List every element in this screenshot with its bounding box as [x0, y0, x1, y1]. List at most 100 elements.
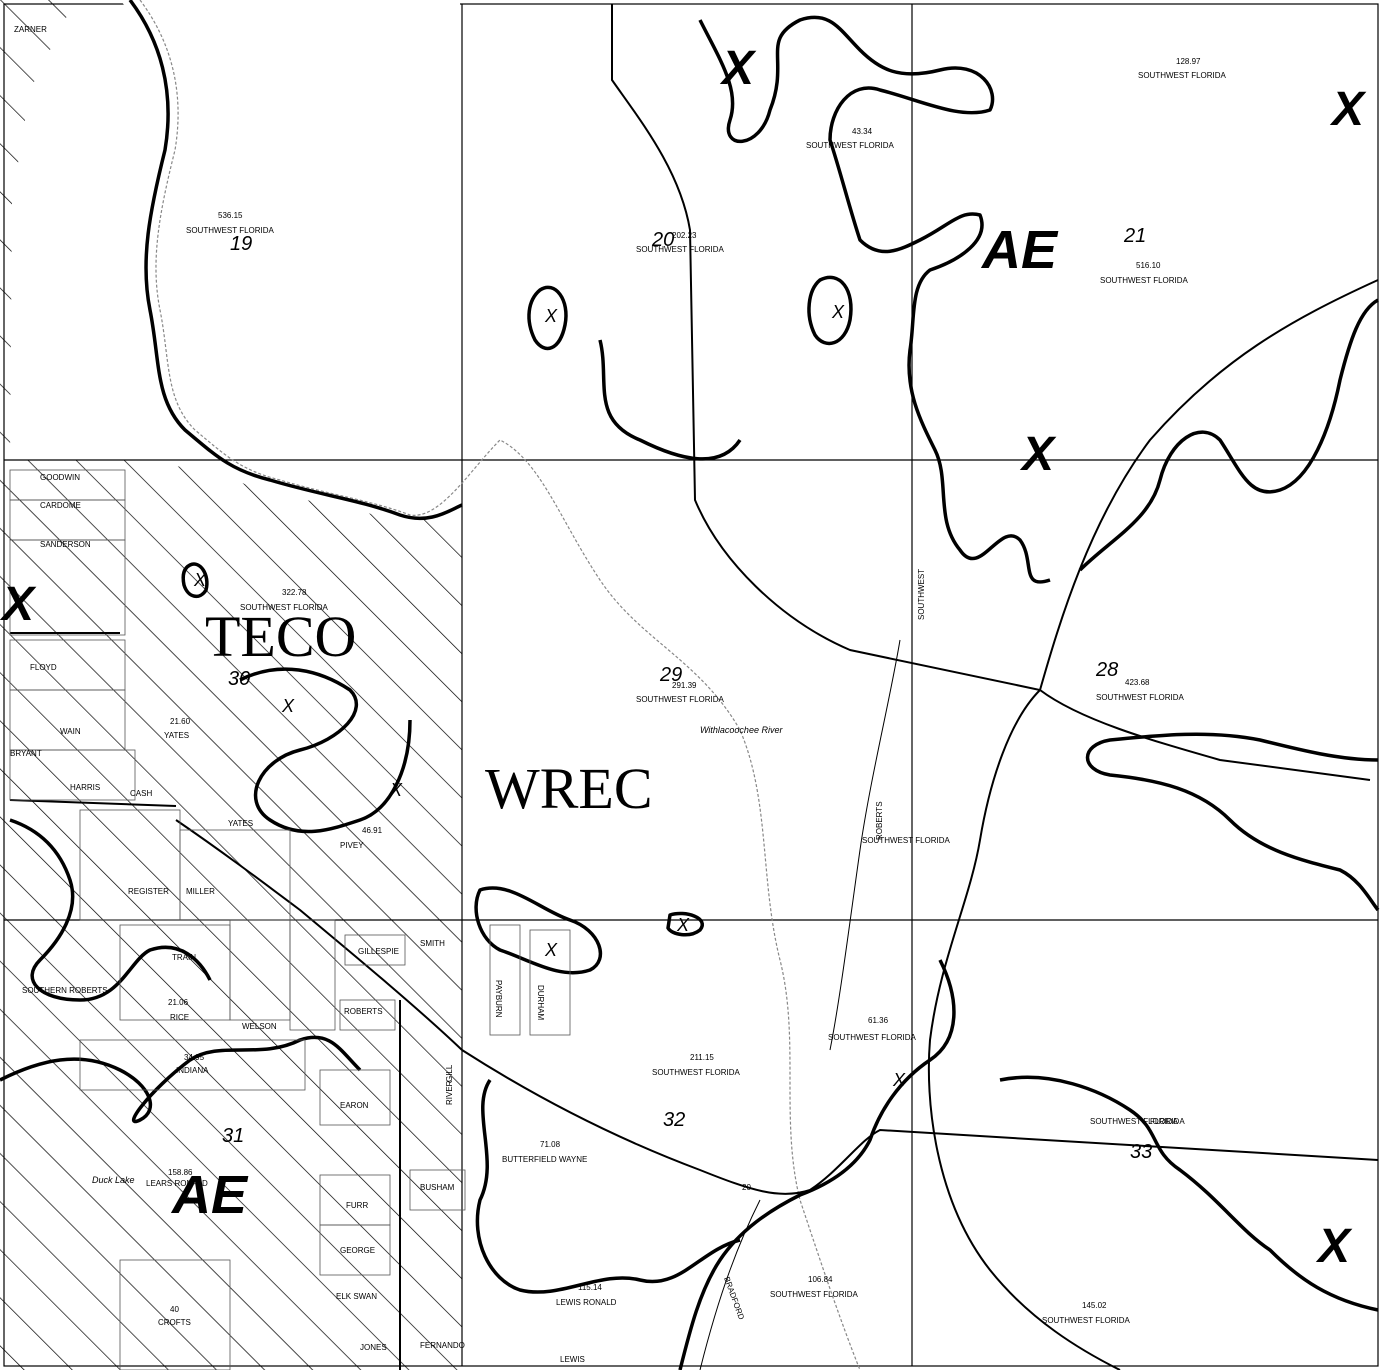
parcel-owner: SOUTHWEST FLORIDA	[186, 226, 275, 235]
section-number: 33	[1130, 1141, 1152, 1163]
flood-island	[527, 285, 568, 351]
zone-x-small: X	[892, 1070, 906, 1090]
zone-x-label: X	[0, 578, 37, 631]
parcel-acres: 43.34	[852, 127, 873, 136]
zone-ae-label: AE	[980, 220, 1059, 280]
misc-label: 20	[742, 1183, 751, 1192]
road	[611, 4, 1371, 781]
parcel-acres: 71.08	[540, 1140, 561, 1149]
section-number: 30	[228, 668, 250, 690]
misc-label: GEORGE	[340, 1246, 375, 1255]
misc-label: SMITH	[420, 939, 445, 948]
misc-label: GILL	[445, 1064, 454, 1082]
parcel-owner: SOUTHWEST FLORIDA	[1100, 276, 1189, 285]
section-number: 20	[651, 229, 674, 251]
misc-label: ROBERTS	[344, 1007, 383, 1016]
parcel-owner: INDIANA	[176, 1066, 209, 1075]
misc-label: ZARNER	[14, 25, 47, 34]
misc-label: MILLER	[186, 887, 215, 896]
road	[175, 819, 463, 1051]
parcel-acres: 34.95	[184, 1053, 205, 1062]
parcel-owner: SOUTHWEST FLORIDA	[636, 695, 725, 704]
parcel-acres: 322.78	[282, 588, 307, 597]
flood-zone-boundary	[9, 818, 212, 1002]
misc-label: SANDERSON	[40, 540, 91, 549]
parcel-acres: 516.10	[1136, 261, 1161, 270]
zone-x-small: X	[676, 915, 690, 935]
parcel-owner: LEARS RONALD	[146, 1179, 208, 1188]
parcel-acres: 536.15	[218, 211, 243, 220]
road	[829, 639, 901, 1051]
misc-label: FERNANDO	[420, 1341, 465, 1350]
flood-island	[807, 275, 853, 346]
section-number: 21	[1123, 225, 1146, 247]
parcel-acres: 21.06	[168, 998, 189, 1007]
misc-label: RIVER	[445, 1080, 454, 1105]
misc-label: SOUTHWEST FLORIDA	[1090, 1117, 1179, 1126]
flood-zone-boundary	[474, 886, 602, 975]
flood-zone-boundary	[698, 15, 1051, 584]
parcel-acres: 40	[170, 1305, 179, 1314]
parcel-owner: SOUTHWEST FLORIDA	[1042, 1316, 1131, 1325]
parcel-acres: 211.15	[690, 1053, 714, 1062]
parcel-acres: 128.97	[1176, 57, 1201, 66]
flood-zone-boundary	[999, 1075, 1379, 1312]
parcel-owner: BUTTERFIELD WAYNE	[502, 1155, 587, 1164]
misc-label: CASH	[130, 789, 152, 798]
misc-label: YATES	[228, 819, 253, 828]
flood-zone-boundary	[678, 959, 956, 1370]
misc-label: SOUTHERN ROBERTS	[22, 986, 108, 995]
misc-label: PAYBURN	[494, 980, 503, 1018]
parcel-acres: 46.91	[362, 826, 383, 835]
flood-zone-boundary	[598, 339, 742, 461]
section-number: 31	[222, 1125, 244, 1147]
misc-label: FLORIDA	[1150, 1117, 1185, 1126]
misc-label: SOUTHWEST FLORIDA	[862, 836, 951, 845]
flood-zone-boundary	[239, 667, 412, 834]
parcel-acres: 21.60	[170, 717, 191, 726]
misc-label: JONES	[360, 1343, 387, 1352]
misc-label: WELSON	[242, 1022, 277, 1031]
parcel-owner: SOUTHWEST FLORIDA	[1138, 71, 1227, 80]
misc-label: GILLESPIE	[358, 947, 399, 956]
river-label: Withlacoochee River	[700, 725, 783, 735]
zone-x-small: X	[193, 570, 207, 590]
misc-labels: ZARNER GOODWIN CARDOME SANDERSON FLOYD W…	[10, 25, 1185, 1364]
parcel-acres: 106.84	[808, 1275, 833, 1284]
zone-ae-label: AE	[170, 1165, 249, 1225]
misc-label: SOUTHWEST	[917, 569, 926, 620]
section-number: 19	[230, 233, 252, 255]
misc-label: BRADFORD	[722, 1276, 746, 1321]
section-number: 32	[663, 1109, 685, 1131]
parcel-labels: 536.15 SOUTHWEST FLORIDA 202.23 SOUTHWES…	[146, 57, 1227, 1327]
misc-label: ELK SWAN	[336, 1292, 377, 1301]
parcel-acres: 115.14	[578, 1283, 602, 1292]
parcel-acres: 291.39	[672, 681, 697, 690]
misc-label: DURHAM	[536, 985, 545, 1020]
misc-label: BRYANT	[10, 749, 42, 758]
misc-label: TRAIN	[172, 953, 196, 962]
lake-label: Duck Lake	[92, 1175, 135, 1185]
zone-x-small: X	[544, 940, 558, 960]
parcel-owner: CROFTS	[158, 1318, 191, 1327]
parcel-owner: SOUTHWEST FLORIDA	[770, 1290, 859, 1299]
misc-label: FLOYD	[30, 663, 57, 672]
zone-x-small: X	[389, 780, 403, 800]
misc-label: REGISTER	[128, 887, 169, 896]
parcel-owner: SOUTHWEST FLORIDA	[1096, 693, 1185, 702]
zone-x-small: X	[831, 302, 845, 322]
zone-x-label: X	[1019, 428, 1057, 481]
misc-label: WAIN	[60, 727, 81, 736]
parcel-acres: 423.68	[1125, 678, 1150, 687]
flood-zone-boundary-dashed	[139, 0, 861, 1370]
zone-x-label: X	[1315, 1220, 1353, 1273]
misc-label: BUSHAM	[420, 1183, 455, 1192]
zone-x-small: X	[544, 306, 558, 326]
road	[1039, 279, 1379, 691]
misc-label: FURR	[346, 1201, 368, 1210]
parcel-owner: SOUTHWEST FLORIDA	[636, 245, 725, 254]
section-number: 28	[1095, 659, 1118, 681]
parcel-acres: 61.36	[868, 1016, 889, 1025]
road	[927, 689, 1121, 1370]
